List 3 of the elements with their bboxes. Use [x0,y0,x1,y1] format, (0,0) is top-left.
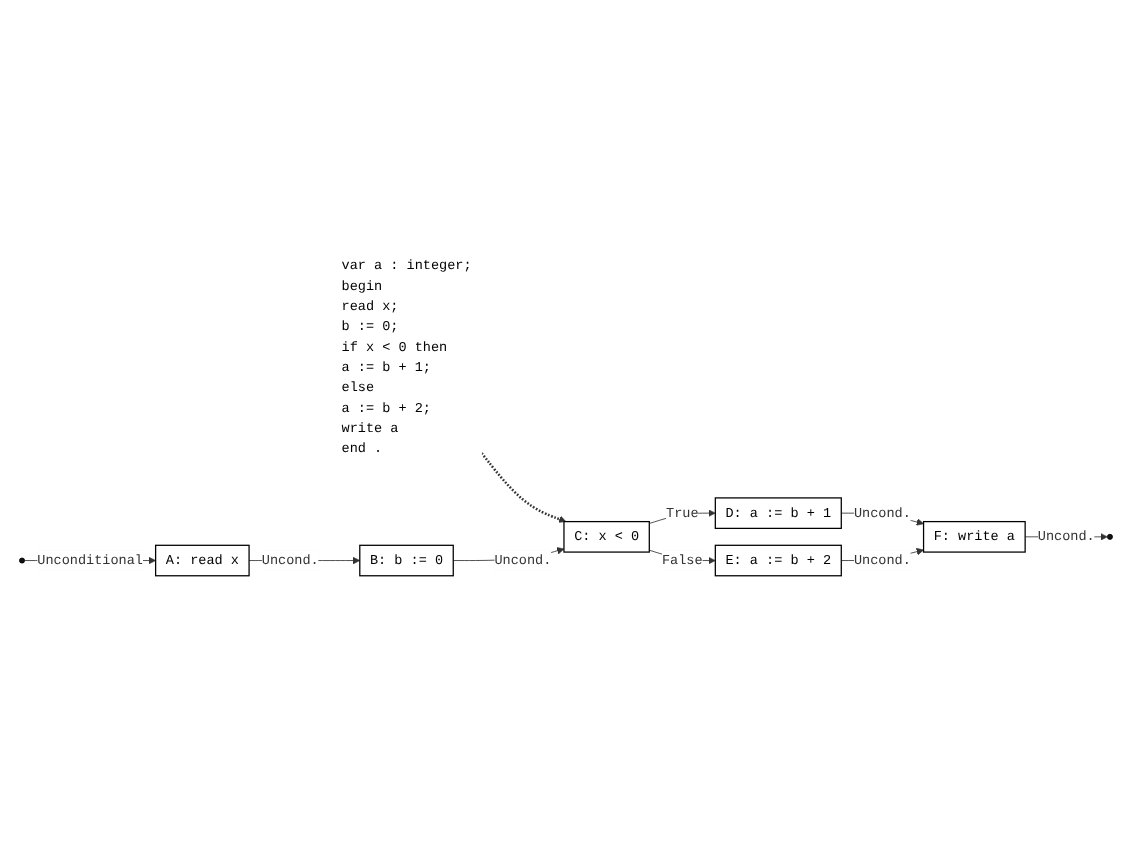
node-circle [1107,533,1113,540]
node-circle [19,556,25,563]
arrow [480,451,567,522]
